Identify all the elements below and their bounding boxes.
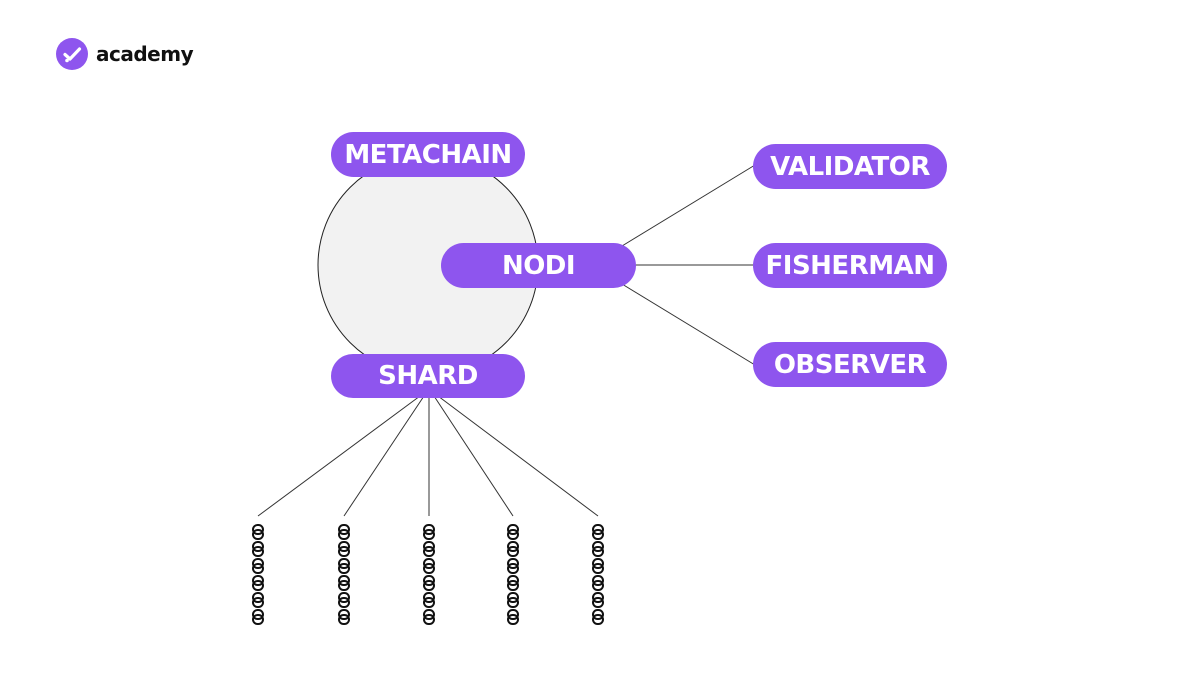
node-nodi: NODI	[441, 243, 636, 288]
chain-link-icon	[507, 609, 519, 625]
node-observer-label: OBSERVER	[773, 349, 927, 380]
node-metachain: METACHAIN	[331, 132, 525, 177]
chain-column	[252, 524, 264, 625]
chain-link-icon	[338, 575, 350, 591]
chain-link-icon	[423, 592, 435, 608]
node-validator: VALIDATOR	[753, 144, 947, 189]
node-validator-label: VALIDATOR	[770, 151, 930, 182]
chain-link-icon	[338, 558, 350, 574]
chain-link-icon	[507, 541, 519, 557]
check-badge-icon	[56, 38, 88, 70]
chain-link-icon	[338, 592, 350, 608]
chain-link-icon	[338, 524, 350, 540]
chain-column	[507, 524, 519, 625]
chain-link-icon	[252, 541, 264, 557]
chain-link-icon	[592, 558, 604, 574]
chain-link-icon	[338, 609, 350, 625]
chain-link-icon	[592, 541, 604, 557]
node-observer: OBSERVER	[753, 342, 947, 387]
connector-nodi-validator	[621, 164, 756, 247]
chain-link-icon	[423, 524, 435, 540]
chain-link-icon	[252, 609, 264, 625]
node-fisherman-label: FISHERMAN	[765, 250, 935, 281]
connector-shard-chain-5	[437, 395, 599, 517]
chain-column	[592, 524, 604, 625]
chain-link-icon	[592, 524, 604, 540]
chain-link-icon	[423, 609, 435, 625]
chain-link-icon	[252, 558, 264, 574]
chain-link-icon	[507, 575, 519, 591]
chain-column	[338, 524, 350, 625]
academy-logo: academy	[56, 38, 194, 70]
chain-link-icon	[338, 541, 350, 557]
chain-link-icon	[423, 558, 435, 574]
connector-shard-chain-2	[343, 395, 425, 517]
chain-column	[423, 524, 435, 625]
brand-name: academy	[96, 42, 194, 66]
connector-nodi-observer	[621, 283, 756, 366]
connector-shard-chain-1	[257, 395, 421, 517]
chain-link-icon	[423, 541, 435, 557]
connector-shard-chain-4	[433, 395, 514, 517]
chain-link-icon	[252, 575, 264, 591]
chain-link-icon	[507, 558, 519, 574]
node-nodi-label: NODI	[501, 250, 576, 281]
chain-link-icon	[423, 575, 435, 591]
node-fisherman: FISHERMAN	[753, 243, 947, 288]
chain-link-icon	[252, 524, 264, 540]
node-shard-label: SHARD	[378, 361, 478, 391]
chain-link-icon	[252, 592, 264, 608]
chain-link-icon	[592, 575, 604, 591]
chain-link-icon	[592, 609, 604, 625]
node-metachain-label: METACHAIN	[344, 139, 512, 170]
node-shard: SHARD	[331, 354, 525, 398]
blockchain-chains	[252, 524, 604, 625]
chain-link-icon	[592, 592, 604, 608]
chain-link-icon	[507, 524, 519, 540]
chain-link-icon	[507, 592, 519, 608]
